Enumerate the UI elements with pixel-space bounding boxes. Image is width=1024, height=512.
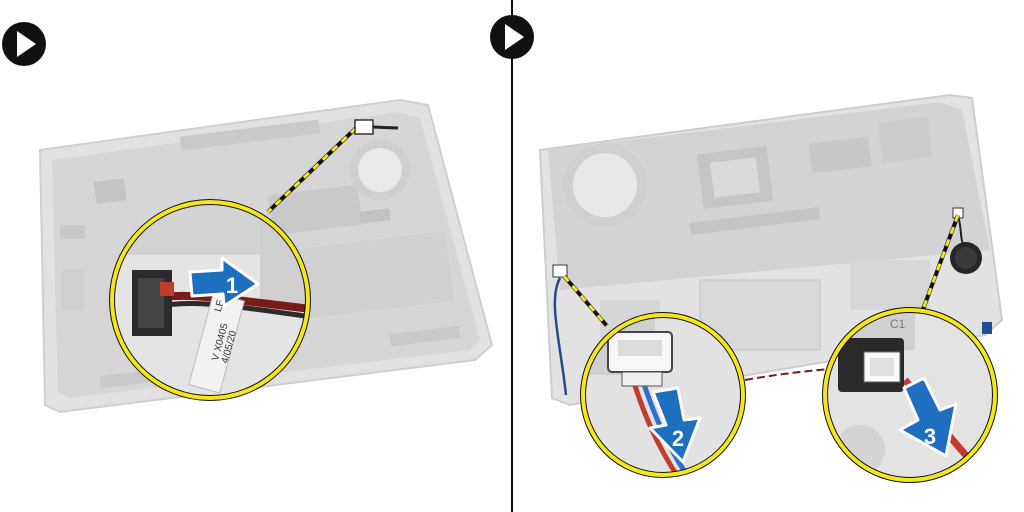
- arrow-down-icon: 2: [648, 386, 702, 464]
- callout-2: 2: [580, 312, 746, 478]
- leader-line-3: [920, 214, 960, 313]
- arrow-down-right-icon: 3: [898, 376, 958, 458]
- arrow-right-icon: 1: [188, 256, 260, 308]
- callout-1: LE V X0405 4/05/20 1: [109, 199, 311, 401]
- connector-small-1: [354, 119, 399, 135]
- leader-line-2: [562, 274, 609, 328]
- step-icon-right: [490, 15, 534, 59]
- step-number-2: 2: [672, 426, 684, 451]
- callout-3: C1 3: [822, 307, 998, 483]
- leader-line-1: [266, 126, 358, 214]
- label-fragment: C1: [890, 317, 906, 331]
- step-icon-left: [2, 22, 46, 66]
- step-number-3: 3: [924, 424, 936, 449]
- step-number-1: 1: [226, 273, 238, 298]
